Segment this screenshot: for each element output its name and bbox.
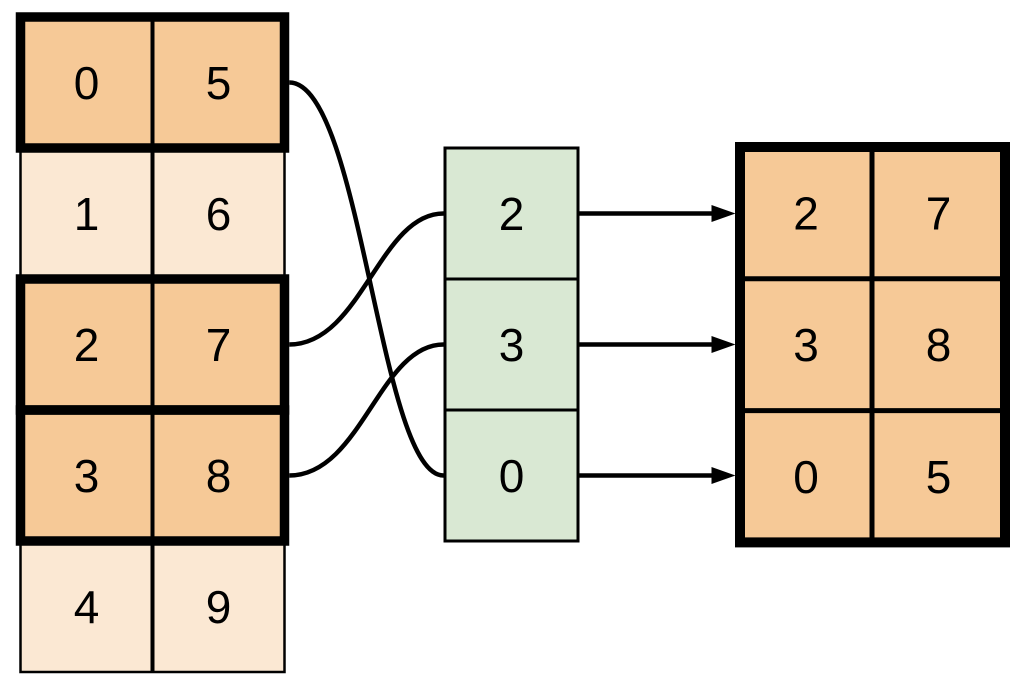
source-cell-value: 3: [74, 450, 100, 502]
source-cell-value: 0: [74, 57, 100, 109]
result-table-border: [735, 142, 1010, 548]
result-cell-value: 3: [793, 319, 819, 371]
index-cell: [443, 408, 580, 543]
arrow-connectors: [579, 205, 736, 484]
result-cell-value: 5: [926, 451, 952, 503]
source-row-highlight-border: [15, 12, 290, 153]
source-cell-value: 8: [206, 450, 232, 502]
index-cell-value: 3: [499, 319, 525, 371]
arrowhead-icon: [711, 336, 736, 353]
curve-connector: [289, 211, 444, 347]
index-column: 2 3 0: [443, 146, 580, 543]
source-cell-value: 6: [206, 188, 232, 240]
index-cell-value: 0: [499, 450, 525, 502]
curve-connector: [289, 342, 444, 478]
index-cell-value: 2: [499, 188, 525, 240]
source-cell-value: 2: [74, 319, 100, 371]
source-cell-value: 5: [206, 57, 232, 109]
curve-connectors: [288, 80, 444, 478]
source-cell-value: 4: [74, 581, 100, 633]
source-cell-value: 9: [206, 581, 232, 633]
source-table: 0 5 1 6 2 7 3 8 4 9: [15, 12, 290, 674]
index-cell: [443, 277, 580, 412]
source-cell-value: 7: [206, 319, 232, 371]
result-cell-value: 7: [926, 187, 952, 239]
source-row-highlight-border: [15, 405, 290, 546]
arrowhead-icon: [711, 467, 736, 484]
result-cell-value: 2: [793, 187, 819, 239]
result-table: 2 7 3 8 0 5: [735, 142, 1010, 548]
result-cell-value: 8: [926, 319, 952, 371]
source-cell-value: 1: [74, 188, 100, 240]
arrowhead-icon: [711, 205, 736, 222]
result-cell-value: 0: [793, 451, 819, 503]
